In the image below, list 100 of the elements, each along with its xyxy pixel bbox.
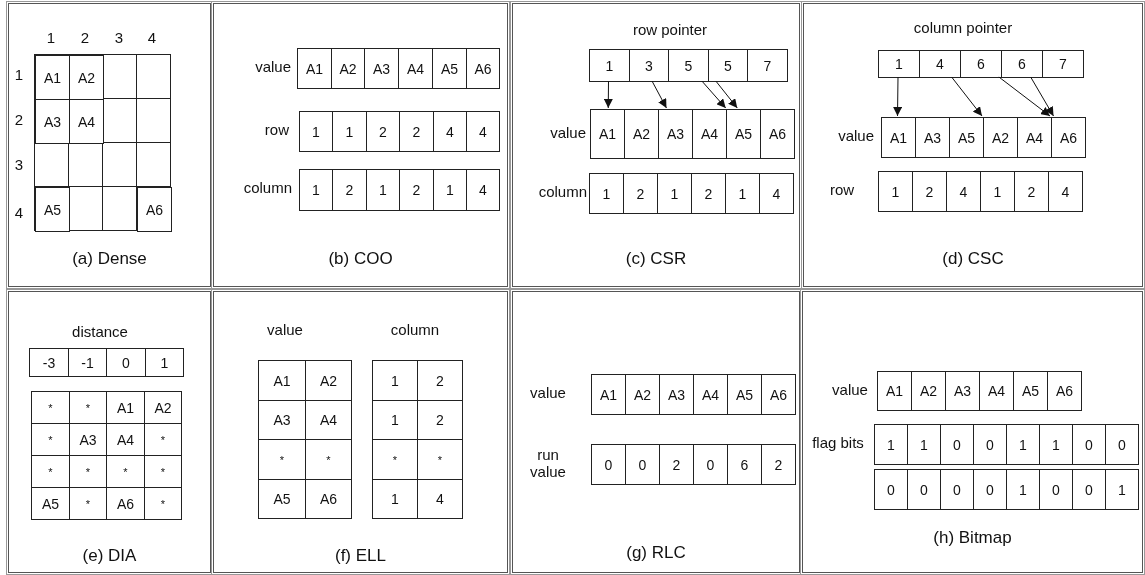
array-cell: 0	[973, 424, 1007, 465]
array-label: column pointer	[913, 19, 1013, 37]
array-cell: 2	[366, 111, 400, 152]
arrow	[951, 76, 983, 117]
panel-caption: (d) CSC	[941, 249, 1005, 269]
array-cell: A2	[625, 374, 660, 415]
array-label: run value	[529, 446, 567, 480]
array-cell: A5	[31, 487, 70, 520]
array-cell: 6	[1001, 50, 1043, 78]
array-cell: 1	[874, 424, 908, 465]
index-number: 4	[147, 29, 157, 47]
array-cell: A6	[760, 109, 795, 159]
panel-caption: (h) Bitmap	[932, 528, 1013, 548]
array-label: value	[267, 321, 303, 339]
array-cell: 2	[332, 169, 367, 211]
panel-caption: (c) CSR	[624, 249, 688, 269]
array-label: column	[243, 179, 292, 197]
array-label: value	[832, 381, 868, 399]
array-cell: 3	[629, 49, 669, 82]
array-cell: 1	[145, 348, 184, 377]
array-cell: A3	[945, 371, 980, 411]
array-cell: 2	[912, 171, 947, 212]
array-cell: 1	[1105, 469, 1139, 510]
array-cell: A5	[1013, 371, 1048, 411]
array-cell: -3	[29, 348, 69, 377]
array-cell: 0	[625, 444, 660, 485]
array-cell: 0	[693, 444, 728, 485]
array-cell: A3	[915, 117, 950, 158]
array-label: column	[538, 183, 587, 201]
array-cell: A2	[983, 117, 1018, 158]
array-cell: 0	[940, 424, 974, 465]
array-cell: A5	[727, 374, 762, 415]
array-cell: A1	[591, 374, 626, 415]
array-cell: 2	[1014, 171, 1049, 212]
array-cell: A6	[305, 479, 352, 519]
index-number: 2	[80, 29, 90, 47]
array-cell: 2	[417, 360, 463, 401]
array-cell: 2	[623, 173, 658, 214]
array-label: value	[838, 127, 874, 145]
array-cell: A5	[726, 109, 761, 159]
array-cell: 0	[1072, 424, 1106, 465]
array-cell: A2	[69, 55, 104, 100]
arrow	[651, 80, 667, 109]
arrow	[603, 80, 613, 109]
format-panel	[512, 291, 800, 573]
arrow	[998, 76, 1051, 117]
array-label: distance	[72, 323, 128, 341]
array-cell: A4	[1017, 117, 1052, 158]
array-label: row	[264, 121, 289, 139]
array-label: row pointer	[632, 21, 708, 39]
array-cell: A2	[305, 360, 352, 401]
panel-caption: (a) Dense	[71, 249, 148, 269]
array-label: value	[255, 58, 291, 76]
array-cell: 0	[1039, 469, 1073, 510]
array-cell: 1	[907, 424, 941, 465]
array-cell: A3	[659, 374, 694, 415]
array-cell: A3	[35, 99, 70, 144]
array-cell: 4	[1048, 171, 1083, 212]
array-cell: 2	[761, 444, 796, 485]
panel-caption: (e) DIA	[81, 546, 138, 566]
array-cell: 7	[747, 49, 788, 82]
array-cell: 2	[399, 111, 434, 152]
arrow	[715, 80, 738, 109]
panel-caption: (f) ELL	[334, 546, 387, 566]
index-number: 2	[14, 111, 24, 129]
array-cell: -1	[68, 348, 107, 377]
array-cell: 5	[668, 49, 709, 82]
array-cell: A5	[35, 187, 70, 232]
format-panel	[803, 3, 1143, 287]
array-cell: 0	[106, 348, 146, 377]
index-number: 1	[46, 29, 56, 47]
array-cell: 4	[466, 111, 500, 152]
array-cell: A5	[949, 117, 984, 158]
array-cell: 1	[980, 171, 1015, 212]
array-cell: 0	[874, 469, 908, 510]
array-cell: A3	[364, 48, 399, 89]
array-cell: A2	[144, 391, 182, 424]
array-cell: 1	[878, 50, 920, 78]
index-number: 4	[14, 204, 24, 222]
array-cell: 0	[907, 469, 941, 510]
array-cell: 1	[372, 479, 418, 519]
format-panel	[8, 291, 211, 573]
array-cell: 1	[589, 173, 624, 214]
format-panel	[213, 3, 508, 287]
array-cell: A4	[979, 371, 1014, 411]
array-cell: 0	[940, 469, 974, 510]
array-label: column	[390, 321, 440, 339]
array-cell: 7	[1042, 50, 1084, 78]
array-cell: 4	[433, 111, 467, 152]
array-cell: 0	[591, 444, 626, 485]
array-cell: 4	[417, 479, 463, 519]
array-cell: 1	[1006, 424, 1040, 465]
array-cell: A6	[761, 374, 796, 415]
arrow	[701, 80, 727, 109]
array-cell: 1	[366, 169, 400, 211]
array-cell: 1	[1039, 424, 1073, 465]
arrow	[1030, 76, 1054, 117]
array-cell: *	[144, 487, 182, 520]
array-cell: A4	[692, 109, 727, 159]
array-cell: A3	[658, 109, 693, 159]
